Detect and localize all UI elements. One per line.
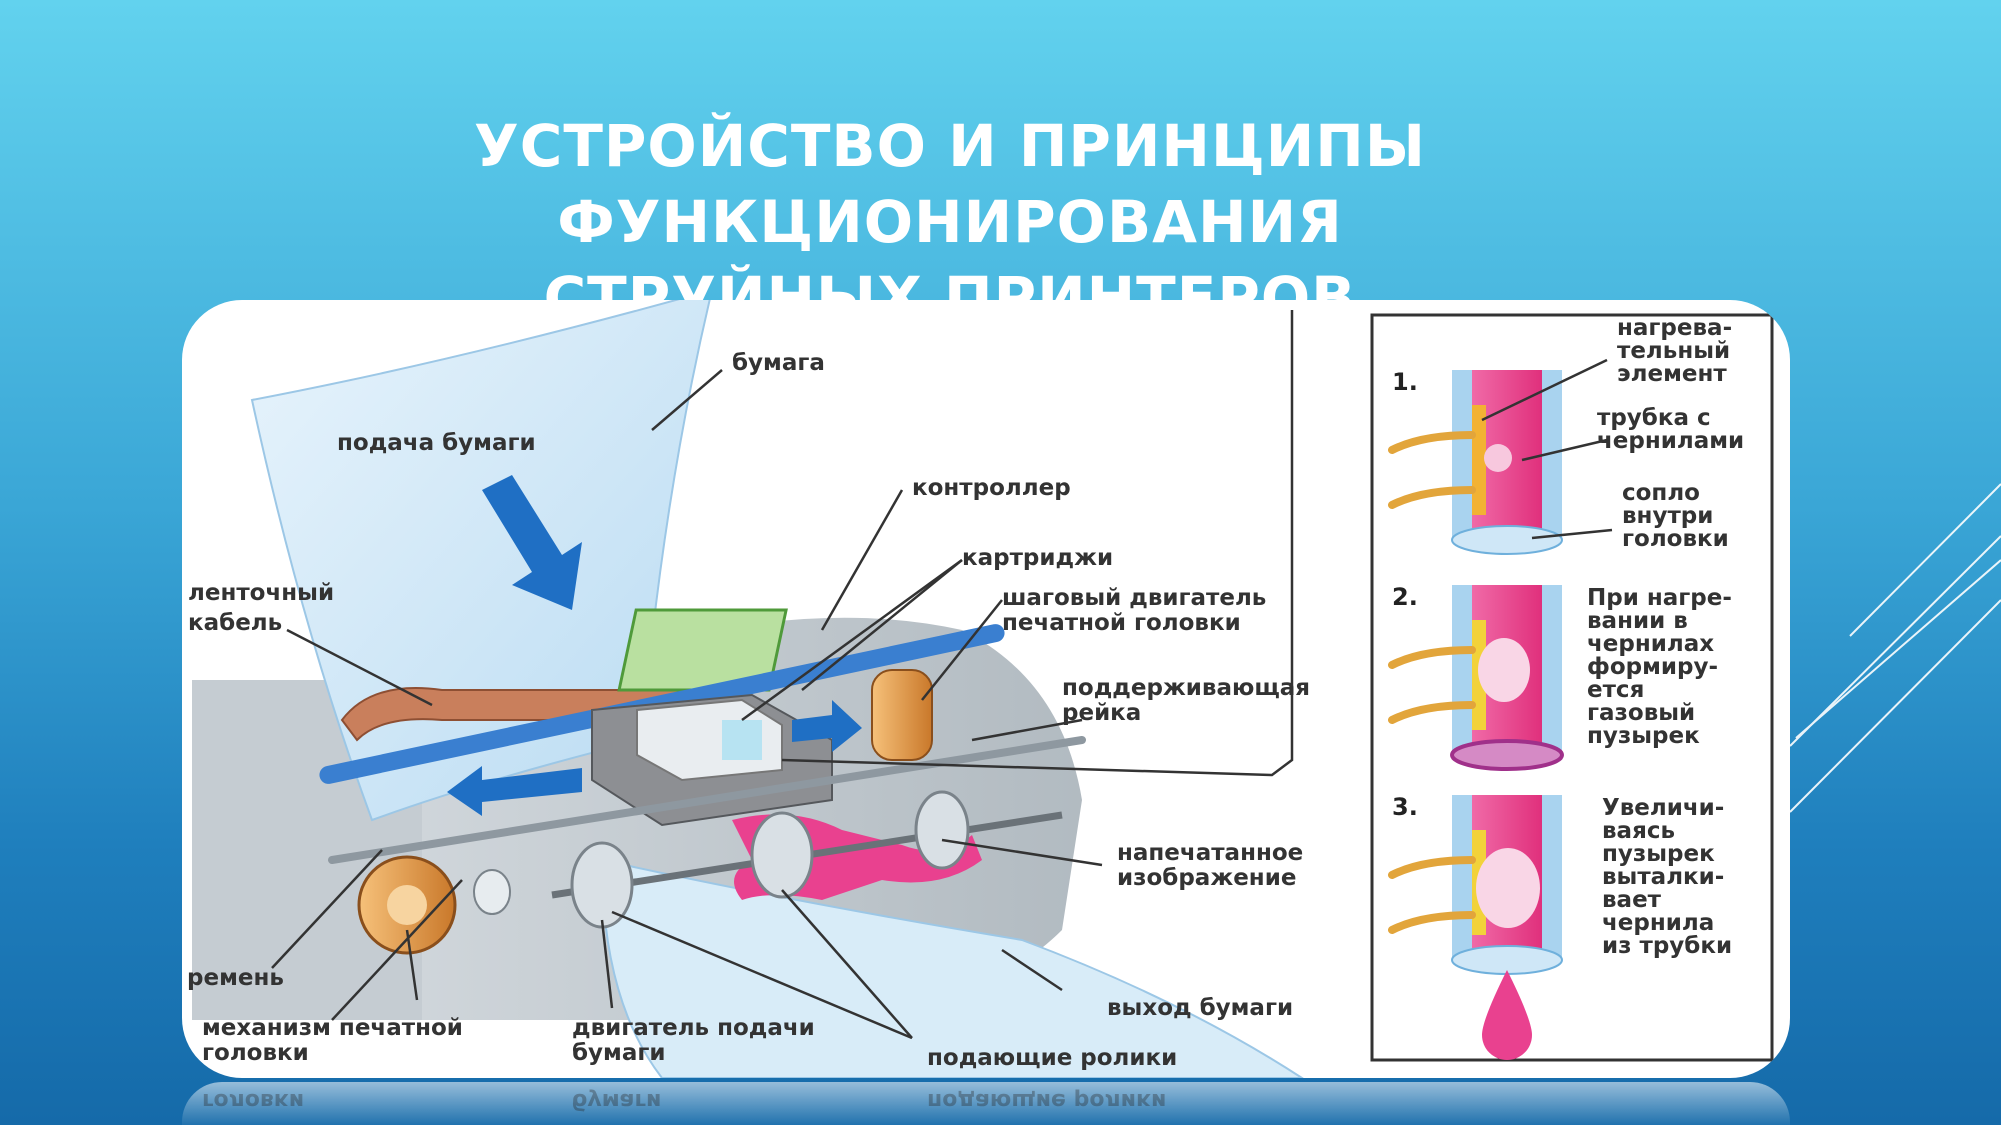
- step-2-text-line-1: При нагре-: [1587, 585, 1732, 611]
- label-printed-2: изображение: [1117, 865, 1296, 891]
- step-2-text-line-2: вании в: [1587, 608, 1688, 634]
- label-feed-motor-1: двигатель подачи: [572, 1015, 815, 1041]
- reflection-label-head-mech: головки: [202, 1088, 305, 1113]
- label-paper: бумага: [732, 350, 825, 376]
- label-stepper-2: печатной головки: [1002, 610, 1241, 636]
- step-1-callout-3-line-1: сопло: [1622, 480, 1700, 506]
- step-2-text-line-4: формиру-: [1587, 654, 1718, 680]
- step-1: 1. нагрева- тельный элемент трубка с чер…: [1388, 315, 1744, 555]
- step-2-text-line-7: пузырек: [1587, 723, 1700, 749]
- label-stepper-1: шаговый двигатель: [1002, 585, 1266, 611]
- step-3-text-line-7: из трубки: [1602, 933, 1732, 959]
- step-1-callout-3-line-2: внутри: [1622, 503, 1713, 529]
- card-reflection: головки бумаги подающие ролики: [182, 1082, 1790, 1125]
- label-ribbon-cable-2: кабель: [188, 610, 282, 636]
- step-3-text-line-3: пузырек: [1602, 841, 1715, 867]
- step-1-callout-1-line-2: тельный: [1617, 338, 1730, 364]
- label-ribbon-cable-1: ленточный: [188, 580, 334, 606]
- step-2: 2. При нагре- вании в чернилах формиру- …: [1388, 583, 1732, 771]
- step-3: 3. Увеличи- ваясь пузырек выталки- вает …: [1388, 793, 1732, 1060]
- step-1-callout-1-line-1: нагрева-: [1617, 315, 1732, 341]
- reflection-label-feed-motor: бумаги: [572, 1088, 662, 1113]
- step-1-callout-3-line-3: головки: [1622, 526, 1729, 552]
- step-1-callout-2-line-1: трубка с: [1597, 405, 1711, 431]
- step-3-text-line-4: выталки-: [1602, 864, 1724, 890]
- paper-feed-arrow: [482, 475, 582, 610]
- stepper-motor: [871, 669, 933, 761]
- gear: [473, 869, 511, 915]
- label-feed-motor-2: бумаги: [572, 1040, 666, 1066]
- step-2-text-line-3: чернилах: [1587, 631, 1714, 657]
- label-rail-1: поддерживающая: [1062, 675, 1310, 701]
- step-3-number: 3.: [1392, 793, 1418, 821]
- feed-roller-2: [750, 811, 814, 899]
- feed-roller-3: [914, 790, 970, 870]
- cartridge-color: [722, 720, 762, 760]
- step-3-text-line-6: чернила: [1602, 910, 1714, 936]
- label-paper-out: выход бумаги: [1107, 995, 1293, 1021]
- feed-roller-1: [570, 841, 634, 929]
- carriage-arrow-left: [447, 766, 582, 816]
- support-rail: [328, 736, 1086, 864]
- printer-diagram: бумага подача бумаги контроллер картридж…: [187, 300, 1774, 1078]
- step-1-number: 1.: [1392, 368, 1418, 396]
- carriage-arrow-right: [792, 700, 862, 752]
- label-rollers: подающие ролики: [927, 1045, 1177, 1071]
- step-3-text-line-2: ваясь: [1602, 818, 1675, 844]
- label-controller: контроллер: [912, 475, 1071, 501]
- step-1-callout-1-line-3: элемент: [1617, 361, 1727, 387]
- step-2-number: 2.: [1392, 583, 1418, 611]
- reflection-label-rollers: подающие ролики: [927, 1088, 1167, 1113]
- step-2-text-line-5: ется: [1587, 677, 1644, 703]
- slide-title-line-1: УСТРОЙСТВО И ПРИНЦИПЫ ФУНКЦИОНИРОВАНИЯ: [474, 112, 1426, 256]
- label-head-mech-1: механизм печатной: [202, 1015, 463, 1041]
- ink-drop: [1482, 970, 1532, 1060]
- step-1-callout-2-line-2: чернилами: [1597, 428, 1744, 454]
- label-belt: ремень: [187, 965, 284, 991]
- label-head-mech-2: головки: [202, 1040, 309, 1066]
- label-cartridges: картриджи: [962, 545, 1113, 571]
- step-3-text-line-1: Увеличи-: [1602, 795, 1724, 821]
- step-2-text-line-6: газовый: [1587, 700, 1695, 726]
- label-printed-1: напечатанное: [1117, 840, 1303, 866]
- printer-diagram-card: бумага подача бумаги контроллер картридж…: [182, 300, 1790, 1078]
- label-rail-2: рейка: [1062, 700, 1141, 726]
- label-paper-feed: подача бумаги: [337, 430, 536, 456]
- slide-title: УСТРОЙСТВО И ПРИНЦИПЫ ФУНКЦИОНИРОВАНИЯ С…: [150, 108, 1750, 336]
- step-3-text-line-5: вает: [1602, 887, 1662, 913]
